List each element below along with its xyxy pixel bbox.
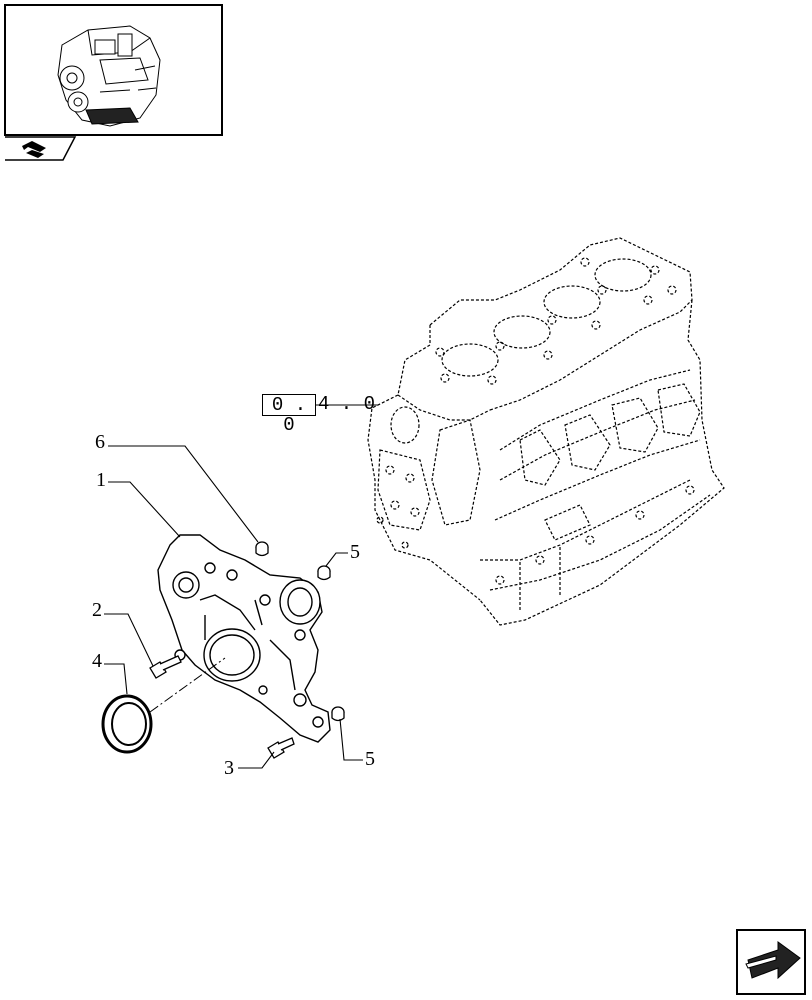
leader-lines <box>104 404 378 769</box>
leader-line-1 <box>108 481 181 538</box>
callout-2: 2 <box>92 599 102 621</box>
leader-line-5a <box>325 552 348 567</box>
leader-line-5b <box>339 718 363 761</box>
plug-part-5-lower <box>331 706 345 722</box>
crankshaft-seal-part <box>101 694 153 754</box>
callout-1: 1 <box>96 469 106 491</box>
leader-line-6 <box>108 445 259 543</box>
leader-line-2 <box>104 613 154 667</box>
plug-part-5-upper <box>317 565 331 581</box>
callout-5-lower: 5 <box>365 748 375 770</box>
engine-thumbnail-icon[interactable] <box>4 4 223 136</box>
back-arrow-icon[interactable] <box>5 136 77 161</box>
alignment-axis-line <box>149 657 226 713</box>
next-page-arrow-icon[interactable] <box>736 929 806 995</box>
leader-line-3 <box>238 751 275 769</box>
reference-tail: 4 . 0 <box>318 393 376 415</box>
dowel-part-6 <box>255 541 269 557</box>
callout-3: 3 <box>224 757 234 779</box>
callout-6: 6 <box>95 431 105 453</box>
leader-line-4 <box>104 663 128 695</box>
front-cover-part <box>157 534 331 743</box>
engine-block-drawing <box>367 237 725 626</box>
reference-box[interactable]: 0 . 0 <box>262 394 316 435</box>
callout-5-upper: 5 <box>350 541 360 563</box>
callout-4: 4 <box>92 650 102 672</box>
bolt-part-2 <box>149 655 182 679</box>
